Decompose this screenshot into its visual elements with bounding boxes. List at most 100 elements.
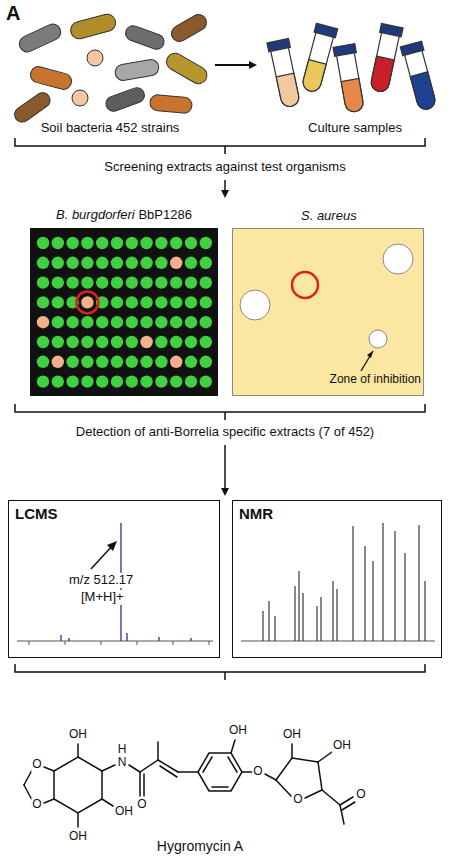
well (81, 237, 93, 249)
well (66, 257, 78, 269)
well (96, 356, 108, 368)
well (96, 276, 108, 288)
tick (101, 641, 102, 645)
well (126, 336, 138, 348)
well (126, 276, 138, 288)
well (81, 257, 93, 269)
well (96, 257, 108, 269)
well (66, 276, 78, 288)
peak (68, 638, 69, 641)
peak (405, 553, 406, 641)
well (66, 356, 78, 368)
step-label: Screening extracts against test organism… (104, 160, 345, 175)
axis (241, 641, 435, 642)
node-text: m/z 512.17 (69, 573, 133, 588)
well (37, 276, 49, 288)
node-text: S. aureus (301, 209, 357, 224)
panel-drawing (233, 501, 443, 659)
well (37, 356, 49, 368)
well (81, 276, 93, 288)
well (111, 375, 123, 387)
well (52, 336, 64, 348)
highlight-ring (76, 291, 98, 313)
stage-label: Soil bacteria 452 strains (41, 121, 180, 136)
tick (29, 641, 30, 645)
tick (173, 641, 174, 645)
well (126, 237, 138, 249)
well (200, 276, 212, 288)
well (140, 237, 152, 249)
well (185, 375, 197, 387)
peak (126, 633, 127, 641)
panel-drawing (30, 228, 218, 396)
well (155, 276, 167, 288)
well (81, 336, 93, 348)
atom-label: OH (332, 739, 352, 753)
node-text: LCMS (15, 505, 58, 522)
atom-label: O (31, 798, 42, 812)
nmr-panel: NMR (232, 500, 442, 658)
well (185, 237, 197, 249)
well (185, 336, 197, 348)
well (66, 316, 78, 328)
well (111, 237, 123, 249)
well (140, 316, 152, 328)
well (155, 375, 167, 387)
well (200, 375, 212, 387)
well (111, 296, 123, 308)
peak (425, 581, 426, 641)
well (140, 257, 152, 269)
atom-label: N (117, 756, 128, 770)
leader-arrowhead (367, 351, 373, 358)
well (111, 257, 123, 269)
well (126, 375, 138, 387)
well (155, 336, 167, 348)
well (140, 336, 152, 348)
atom-label: OH (114, 805, 134, 819)
peak (303, 593, 304, 641)
axis (17, 641, 213, 642)
well (155, 316, 167, 328)
node-text: NMR (239, 505, 273, 522)
peak (275, 616, 276, 641)
well (140, 356, 152, 368)
atom-label: O (31, 758, 42, 772)
well (185, 356, 197, 368)
peak (365, 546, 366, 641)
well (52, 257, 64, 269)
well (170, 375, 182, 387)
well (155, 296, 167, 308)
well (81, 356, 93, 368)
well (170, 276, 182, 288)
leader-line (361, 351, 373, 371)
leader-line (91, 545, 113, 569)
well (140, 375, 152, 387)
atom-label: OH (228, 724, 248, 738)
atom-label: OH (282, 728, 302, 742)
peak (321, 597, 322, 641)
well (185, 257, 197, 269)
peak (419, 525, 420, 641)
panel-drawing (233, 229, 425, 397)
atom-label: O (355, 788, 366, 802)
well (37, 336, 49, 348)
well (200, 257, 212, 269)
step-label: Detection of anti-Borrelia specific extr… (76, 425, 374, 440)
atom-label: OH (68, 830, 88, 844)
peak (190, 638, 191, 641)
peak (158, 637, 159, 641)
well (111, 316, 123, 328)
inhibition-zone (369, 330, 387, 348)
tick (65, 641, 66, 645)
well (52, 316, 64, 328)
tick (209, 641, 210, 645)
atom-label: O (252, 765, 263, 779)
atom-label: O (136, 798, 147, 812)
lcms-panel: LCMSm/z 512.17[M+H]+ (8, 500, 220, 658)
peak (333, 581, 334, 641)
well (37, 296, 49, 308)
well (52, 375, 64, 387)
well (37, 316, 49, 328)
well (96, 375, 108, 387)
atom-label: H (117, 743, 128, 757)
